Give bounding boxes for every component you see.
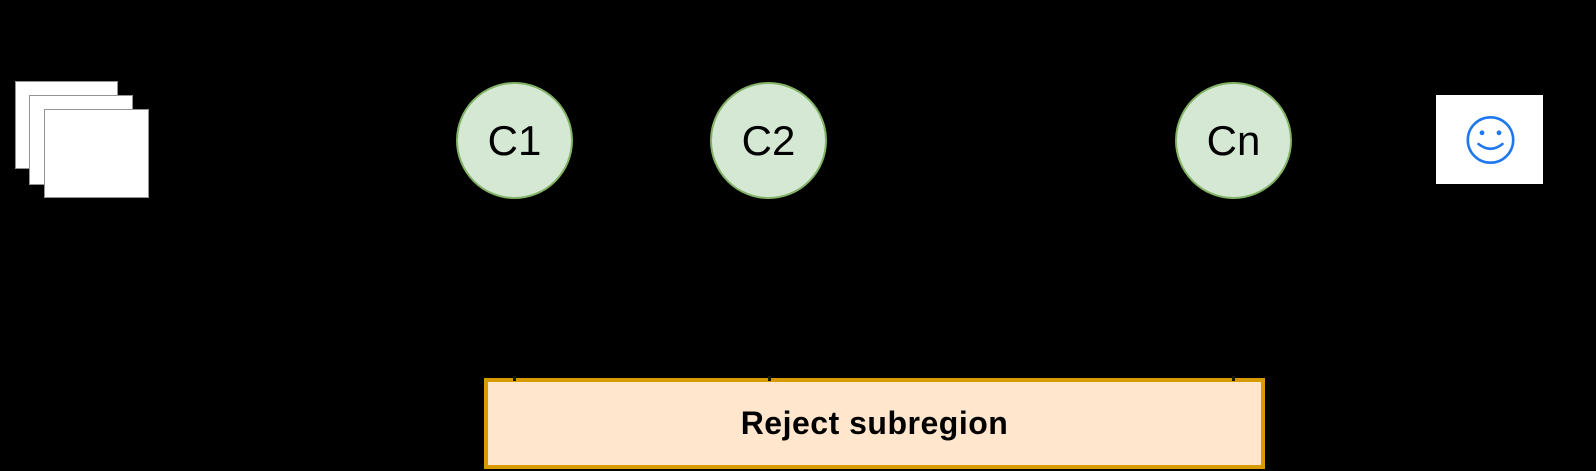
reject-subregion-label: Reject subregion [740, 405, 1009, 441]
classifier-label: C1 [487, 116, 542, 164]
arrow-tip-mark [513, 376, 516, 381]
stack-page-front [44, 109, 149, 198]
classifier-node-c2: C2 [710, 82, 827, 199]
reject-subregion-box: Reject subregion [484, 378, 1265, 469]
classifier-label: Cn [1206, 116, 1261, 164]
smiley-face-icon [1466, 115, 1515, 165]
arrow-tip-mark [1232, 376, 1235, 381]
arrow-tip-mark [768, 376, 771, 381]
accept-node [1436, 95, 1543, 184]
classifier-node-c1: C1 [456, 82, 573, 199]
classifier-node-cn: Cn [1175, 82, 1292, 199]
classifier-label: C2 [741, 116, 796, 164]
